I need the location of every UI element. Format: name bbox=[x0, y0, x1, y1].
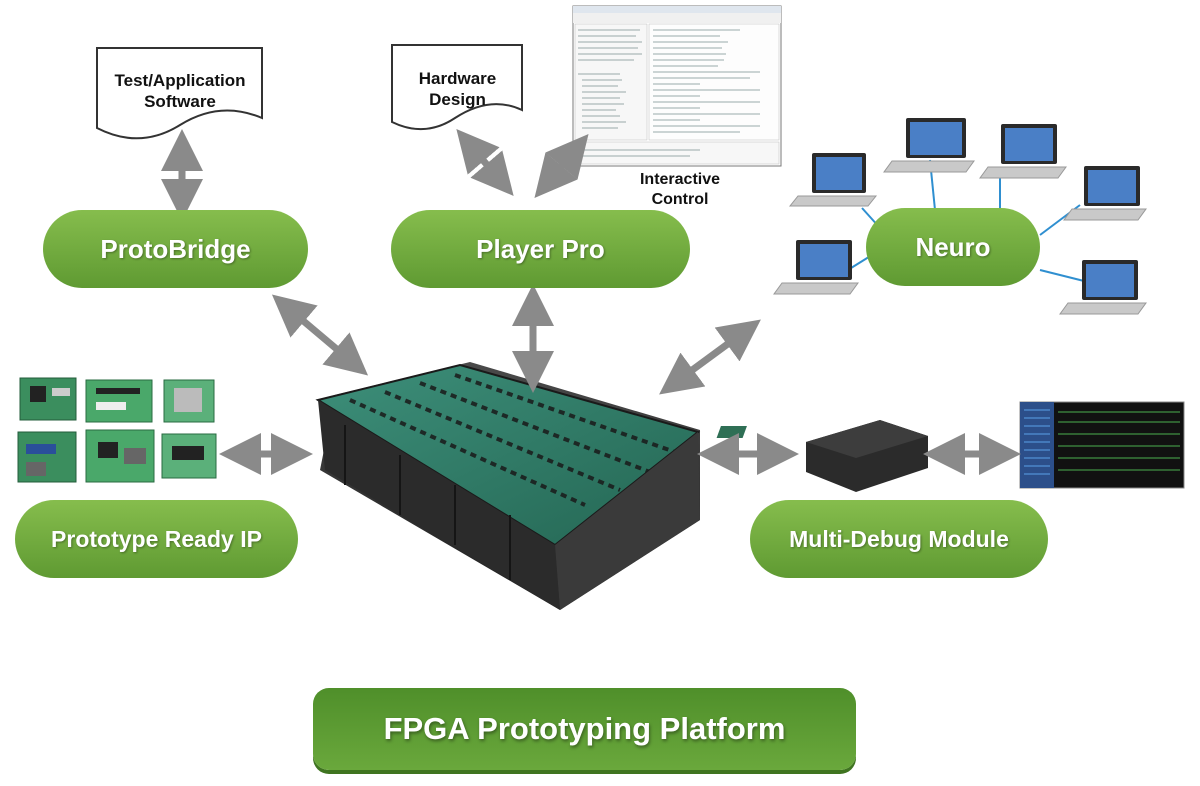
test-software-label: Test/Application Software bbox=[100, 70, 260, 112]
laptop-icon bbox=[1063, 166, 1147, 221]
arrow-neuro-fpga bbox=[659, 319, 761, 395]
laptop-icon bbox=[773, 240, 859, 295]
player-pro-software-screenshot bbox=[572, 5, 782, 167]
interactive-control-label: Interactive Control bbox=[620, 170, 740, 210]
ip-boards-image bbox=[17, 377, 217, 483]
hardware-design-label: Hardware Design bbox=[395, 68, 520, 110]
laptop-icon bbox=[1059, 260, 1147, 315]
arrow-hardware-design-playerpro bbox=[456, 129, 514, 196]
player-pro-node: Player Pro bbox=[391, 210, 690, 288]
neuro-node: Neuro bbox=[866, 208, 1040, 286]
hardware-design-label-line2: Design bbox=[429, 90, 486, 109]
fpga-platform-chassis bbox=[315, 362, 701, 610]
prototype-ready-ip-node: Prototype Ready IP bbox=[15, 500, 298, 578]
laptop-icon bbox=[788, 153, 878, 207]
fpga-platform-title: FPGA Prototyping Platform bbox=[313, 688, 856, 770]
test-software-document-icon bbox=[96, 47, 263, 140]
waveform-screenshot bbox=[1019, 401, 1185, 489]
hardware-design-label-line1: Hardware bbox=[418, 69, 497, 88]
test-software-label-line2: Software bbox=[144, 92, 216, 111]
laptop-icon bbox=[883, 118, 975, 173]
interactive-control-line1: Interactive bbox=[639, 171, 721, 188]
arrow-interactive-control-playerpro bbox=[534, 133, 589, 199]
test-software-label-line1: Test/Application bbox=[114, 71, 246, 90]
protobridge-node: ProtoBridge bbox=[43, 210, 308, 288]
arrow-protobridge-fpga bbox=[271, 294, 369, 376]
interactive-control-line2: Control bbox=[651, 191, 709, 208]
multi-debug-module-node: Multi-Debug Module bbox=[750, 500, 1048, 578]
laptop-icon bbox=[979, 124, 1067, 179]
hardware-design-document-icon bbox=[391, 44, 523, 131]
connection-arrows bbox=[161, 129, 1021, 475]
